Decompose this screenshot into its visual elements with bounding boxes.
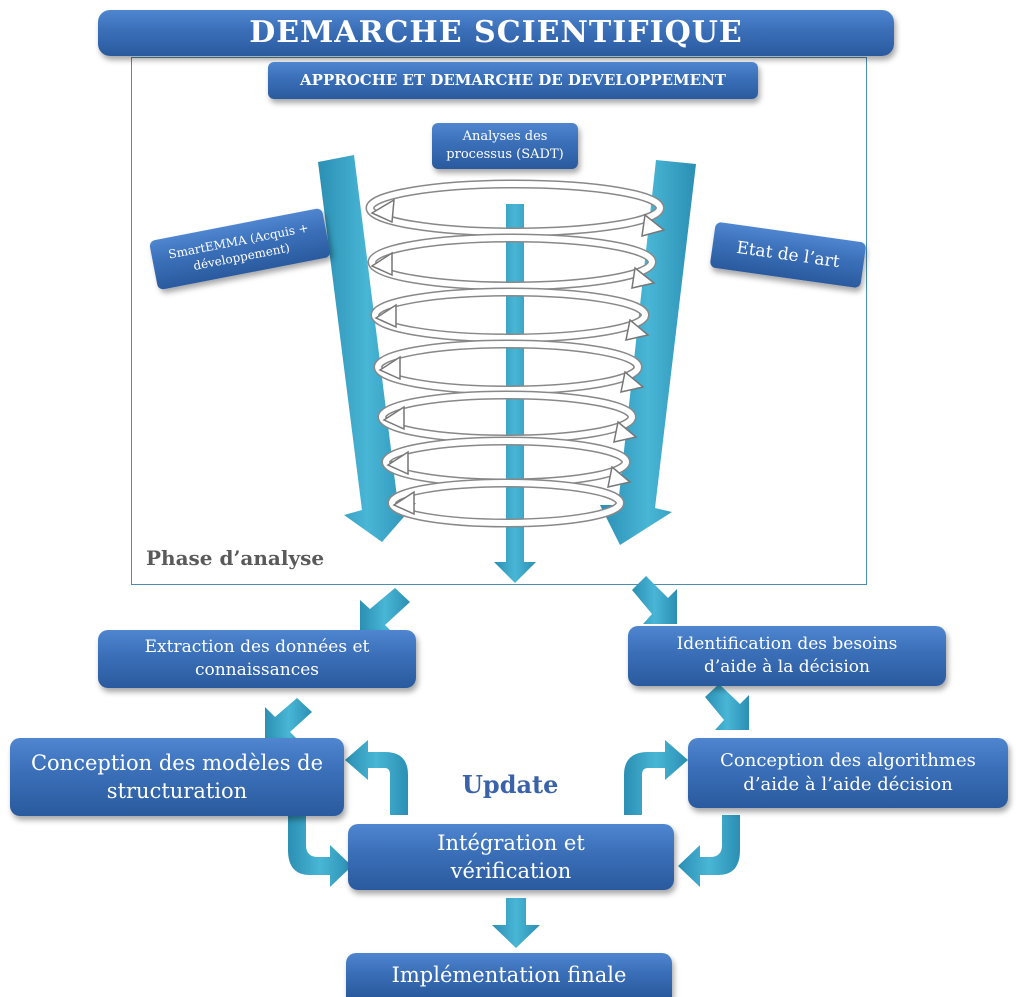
update-label: Update — [462, 770, 559, 799]
arrow-modeles-to-integration — [288, 812, 352, 887]
spiral-arrowheads — [370, 198, 666, 516]
update-arrow-left — [345, 740, 408, 815]
extraction-box: Extraction des données et connaissances — [98, 630, 416, 688]
spiral-rings — [365, 179, 665, 528]
left-down-arrow — [318, 155, 416, 542]
phase-label: Phase d’analyse — [146, 546, 325, 570]
flow-arrows — [265, 576, 749, 948]
identification-box: Identification des besoins d’aide à la d… — [628, 626, 946, 686]
conception-algorithms-box: Conception des algorithmes d’aide à l’ai… — [688, 738, 1008, 808]
update-arrow-right — [624, 740, 688, 815]
implementation-box: Implémentation finale — [346, 953, 672, 997]
arrow-to-implementation — [492, 898, 540, 948]
conception-models-box: Conception des modèles de structuration — [10, 738, 344, 816]
arrow-to-identification — [632, 576, 677, 624]
right-down-arrow — [600, 160, 696, 545]
subtitle-box: APPROCHE ET DEMARCHE DE DEVELOPPEMENT — [268, 62, 758, 99]
arrow-algos-to-integration — [678, 815, 740, 887]
arrow-to-conception-algos — [705, 684, 749, 730]
arrow-to-conception-modeles — [265, 698, 312, 741]
integration-box: Intégration et vérification — [348, 824, 674, 890]
page-title: DEMARCHE SCIENTIFIQUE — [98, 10, 894, 56]
process-analysis-box: Analyses des processus (SADT) — [432, 123, 578, 169]
arrow-to-extraction — [360, 588, 410, 634]
